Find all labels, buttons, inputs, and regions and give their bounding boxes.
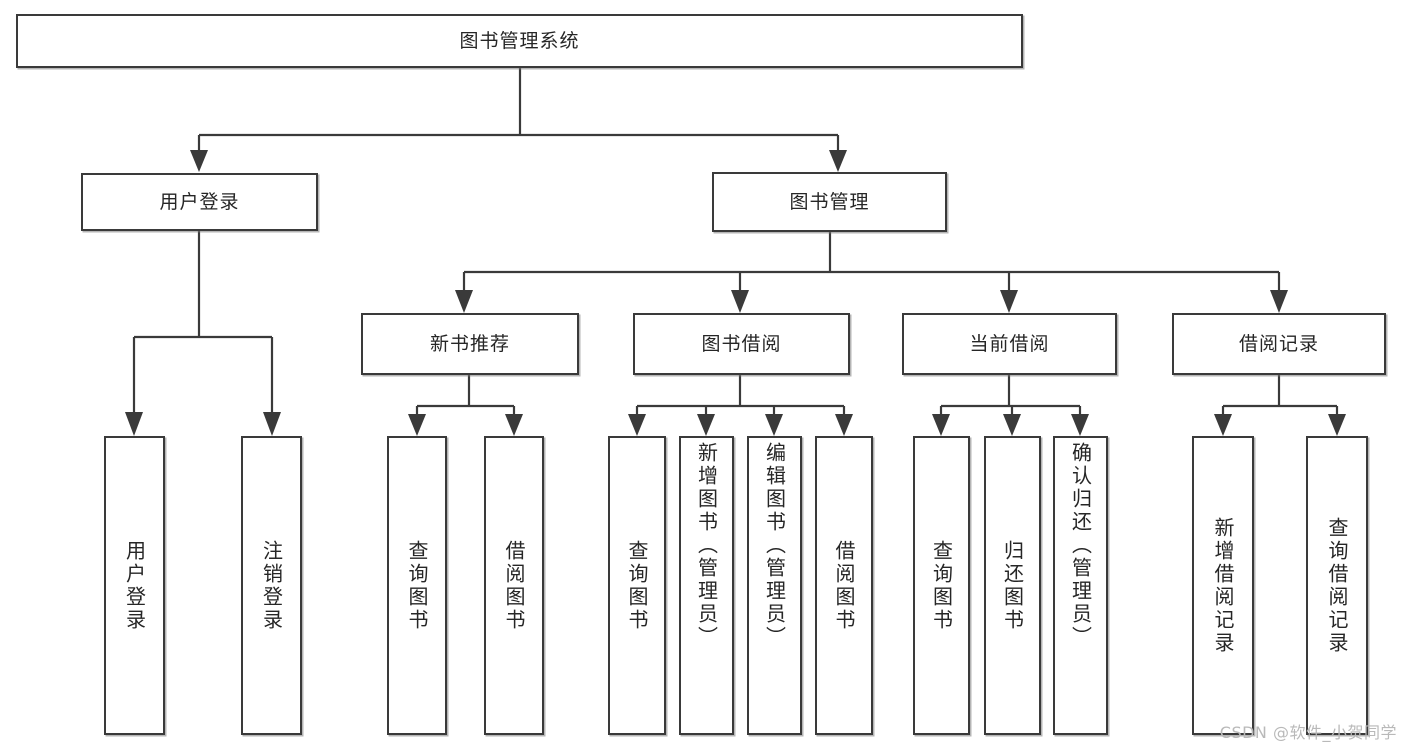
node-leaf-4[interactable]: 借阅图书 <box>484 436 544 735</box>
node-leaf-8[interactable]: 借阅图书 <box>815 436 873 735</box>
node-leaf-2[interactable]: 注销登录 <box>241 436 302 735</box>
arrow-borrow-leaf1 <box>628 414 646 436</box>
arrow-newbook <box>455 290 473 313</box>
node-leaf-4-label: 借阅图书 <box>502 539 526 632</box>
node-leaf-5-label: 查询图书 <box>625 539 649 632</box>
node-leaf-13-label: 查询借阅记录 <box>1325 516 1349 655</box>
node-level3-3[interactable]: 当前借阅 <box>902 313 1117 375</box>
node-level3-4-label: 借阅记录 <box>1238 332 1319 355</box>
node-leaf-12[interactable]: 新增借阅记录 <box>1192 436 1254 735</box>
arrow-user-login <box>190 150 208 172</box>
node-level3-4[interactable]: 借阅记录 <box>1172 313 1386 375</box>
node-leaf-10[interactable]: 归还图书 <box>984 436 1041 735</box>
node-leaf-12-label: 新增借阅记录 <box>1211 516 1235 655</box>
arrow-record <box>1270 290 1288 313</box>
arrow-borrow-leaf3 <box>765 414 783 436</box>
arrow-current-leaf2 <box>1003 414 1021 436</box>
node-level2-2-label: 图书管理 <box>789 190 870 213</box>
node-level2-1[interactable]: 用户登录 <box>81 173 318 231</box>
node-level3-2-label: 图书借阅 <box>701 332 782 355</box>
arrow-borrow <box>731 290 749 313</box>
node-leaf-1-label: 用户登录 <box>122 539 147 632</box>
node-leaf-11[interactable]: 确认归还（管理员） <box>1053 436 1108 735</box>
arrow-newbook-leaf1 <box>408 414 426 436</box>
node-level2-2[interactable]: 图书管理 <box>712 172 947 232</box>
node-leaf-6[interactable]: 新增图书（管理员） <box>679 436 734 735</box>
node-leaf-7-label: 编辑图书（管理员） <box>762 442 787 649</box>
node-leaf-9-label: 查询图书 <box>929 539 954 632</box>
node-leaf-3-label: 查询图书 <box>405 539 429 632</box>
node-root-label: 图书管理系统 <box>459 29 580 52</box>
node-leaf-9[interactable]: 查询图书 <box>913 436 970 735</box>
node-leaf-13[interactable]: 查询借阅记录 <box>1306 436 1368 735</box>
node-leaf-2-label: 注销登录 <box>259 539 284 632</box>
arrow-current <box>1000 290 1018 313</box>
node-leaf-3[interactable]: 查询图书 <box>387 436 447 735</box>
arrow-record-leaf1 <box>1214 414 1232 436</box>
node-leaf-1[interactable]: 用户登录 <box>104 436 165 735</box>
node-leaf-6-label: 新增图书（管理员） <box>694 442 719 649</box>
arrow-leaf-logout <box>263 412 281 436</box>
node-leaf-8-label: 借阅图书 <box>832 539 856 632</box>
arrow-current-leaf1 <box>932 414 950 436</box>
arrow-book-mgmt <box>829 150 847 172</box>
arrow-record-leaf2 <box>1328 414 1346 436</box>
arrow-borrow-leaf4 <box>835 414 853 436</box>
node-leaf-5[interactable]: 查询图书 <box>608 436 666 735</box>
node-level3-1[interactable]: 新书推荐 <box>361 313 579 375</box>
node-leaf-7[interactable]: 编辑图书（管理员） <box>747 436 802 735</box>
arrow-current-leaf3 <box>1071 414 1089 436</box>
node-level2-1-label: 用户登录 <box>159 190 240 213</box>
node-leaf-11-label: 确认归还（管理员） <box>1068 442 1093 649</box>
node-level3-2[interactable]: 图书借阅 <box>633 313 850 375</box>
node-leaf-10-label: 归还图书 <box>1000 539 1025 632</box>
arrow-newbook-leaf2 <box>505 414 523 436</box>
arrow-borrow-leaf2 <box>697 414 715 436</box>
node-root[interactable]: 图书管理系统 <box>16 14 1023 68</box>
arrow-leaf-user-login <box>125 412 143 436</box>
node-level3-3-label: 当前借阅 <box>969 332 1050 355</box>
node-level3-1-label: 新书推荐 <box>429 332 510 355</box>
